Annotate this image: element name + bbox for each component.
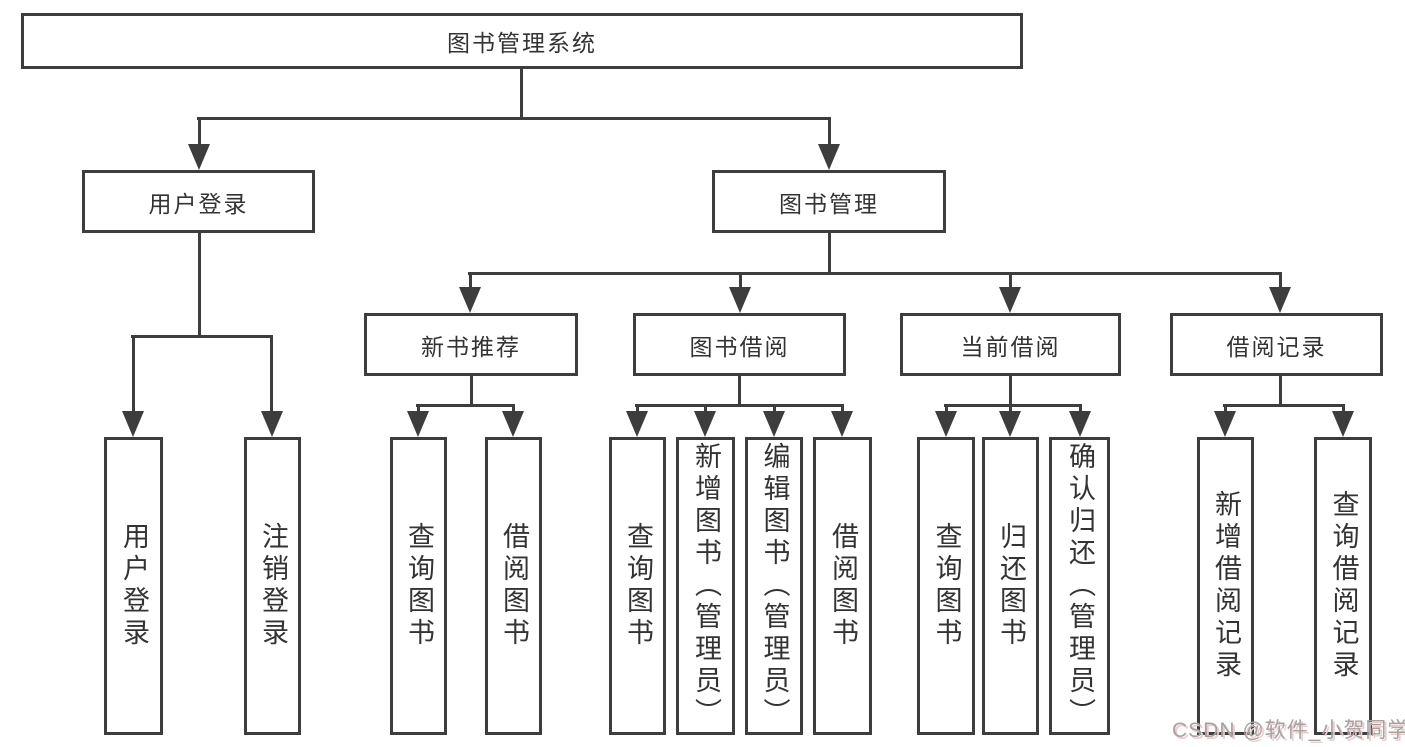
leaf-query-books-borrow: 查询图书: [609, 437, 666, 735]
leaf-label: 查询借阅记录: [1328, 490, 1359, 682]
arrow-down-icon: [999, 287, 1021, 313]
leaf-label: 归还图书: [996, 522, 1026, 650]
leaf-query-books-recommend: 查询图书: [390, 437, 447, 735]
leaf-query-borrow-record: 查询借阅记录: [1314, 437, 1372, 735]
leaf-label: 查询图书: [404, 522, 434, 650]
arrow-down-icon: [122, 411, 144, 437]
arrow-down-icon: [694, 411, 716, 437]
arrow-down-icon: [831, 411, 853, 437]
leaf-query-books-current: 查询图书: [917, 437, 975, 735]
connector-leaf-stem: [417, 405, 420, 415]
arrow-down-icon: [188, 144, 210, 170]
leaf-label: 借阅图书: [828, 522, 858, 650]
arrow-down-icon: [459, 287, 481, 313]
leaf-edit-book-admin: 编辑图书（管理员）: [745, 437, 803, 735]
arrow-down-icon: [1069, 411, 1091, 437]
node-library-management-system: 图书管理系统: [21, 13, 1023, 69]
connector-new-book-bar: [416, 404, 515, 407]
connector-to-book-borrow: [739, 273, 742, 291]
leaf-borrow-books: 借阅图书: [813, 437, 872, 735]
connector-to-new-book: [469, 273, 472, 291]
connector-leaf-stem: [773, 405, 776, 415]
leaf-user-login: 用户登录: [104, 437, 163, 735]
leaf-borrow-books-recommend: 借阅图书: [485, 437, 542, 735]
connector-leaf-stem: [1079, 405, 1082, 415]
connector-leaf-stem: [1342, 405, 1345, 415]
leaf-confirm-return-admin: 确认归还（管理员）: [1049, 437, 1110, 735]
leaf-label: 新增借阅记录: [1211, 490, 1241, 682]
connector-leaf-stem: [636, 405, 639, 415]
arrow-down-icon: [626, 411, 648, 437]
arrow-down-icon: [261, 411, 283, 437]
leaf-label: 新增图书（管理员）: [691, 442, 721, 730]
arrow-down-icon: [502, 411, 524, 437]
connector-current-borrow-bar: [944, 404, 1082, 407]
arrow-down-icon: [407, 411, 429, 437]
connector-leaf-stem: [704, 405, 707, 415]
connector-book-borrow-stem: [738, 376, 741, 406]
connector-root-bar: [197, 117, 831, 120]
arrow-down-icon: [763, 411, 785, 437]
connector-book-mgmt-bar: [468, 272, 1282, 275]
leaf-logout: 注销登录: [244, 437, 301, 735]
connector-book-mgmt-stem: [828, 233, 831, 274]
connector-to-book-management: [828, 118, 831, 148]
leaf-label: 编辑图书（管理员）: [759, 442, 790, 730]
connector-to-current-borrow: [1009, 273, 1012, 291]
connector-to-user-login: [198, 118, 201, 148]
node-user-login-group: 用户登录: [82, 170, 315, 233]
leaf-add-book-admin: 新增图书（管理员）: [676, 437, 735, 735]
leaf-add-borrow-record: 新增借阅记录: [1197, 437, 1254, 735]
leaf-label: 注销登录: [258, 522, 288, 650]
connector-to-leaf-logout: [270, 335, 273, 415]
leaf-label: 查询图书: [623, 522, 653, 650]
leaf-label: 确认归还（管理员）: [1065, 442, 1095, 730]
node-current-borrow: 当前借阅: [900, 313, 1121, 376]
connector-leaf-stem: [945, 405, 948, 415]
node-book-borrow: 图书借阅: [633, 313, 846, 376]
connector-current-borrow-stem: [1009, 376, 1012, 406]
arrow-down-icon: [1332, 411, 1354, 437]
connector-borrow-records-bar: [1223, 404, 1345, 407]
connector-leaf-stem: [841, 405, 844, 415]
connector-book-borrow-bar: [635, 404, 844, 407]
node-book-management-group: 图书管理: [712, 170, 946, 233]
node-new-book-recommend: 新书推荐: [364, 313, 578, 376]
arrow-down-icon: [1214, 411, 1236, 437]
connector-leaf-stem: [1224, 405, 1227, 415]
connector-to-leaf-user-login: [132, 335, 135, 415]
leaf-return-book: 归还图书: [982, 437, 1039, 735]
arrow-down-icon: [935, 411, 957, 437]
arrow-down-icon: [818, 144, 840, 170]
connector-new-book-stem: [470, 376, 473, 406]
arrow-down-icon: [729, 287, 751, 313]
connector-leaf-stem: [1009, 405, 1012, 415]
connector-user-login-stem: [198, 233, 201, 337]
connector-to-borrow-records: [1279, 273, 1282, 291]
leaf-label: 借阅图书: [499, 522, 529, 650]
arrow-down-icon: [1269, 287, 1291, 313]
leaf-label: 用户登录: [119, 522, 149, 650]
connector-root-stem: [520, 69, 523, 119]
connector-user-login-bar: [131, 335, 273, 338]
csdn-watermark: CSDN @软件_小贺同学: [1172, 719, 1405, 742]
arrow-down-icon: [999, 411, 1021, 437]
leaf-label: 查询图书: [931, 522, 962, 650]
connector-leaf-stem: [512, 405, 515, 415]
connector-borrow-records-stem: [1279, 376, 1282, 406]
node-borrow-records: 借阅记录: [1170, 313, 1383, 376]
